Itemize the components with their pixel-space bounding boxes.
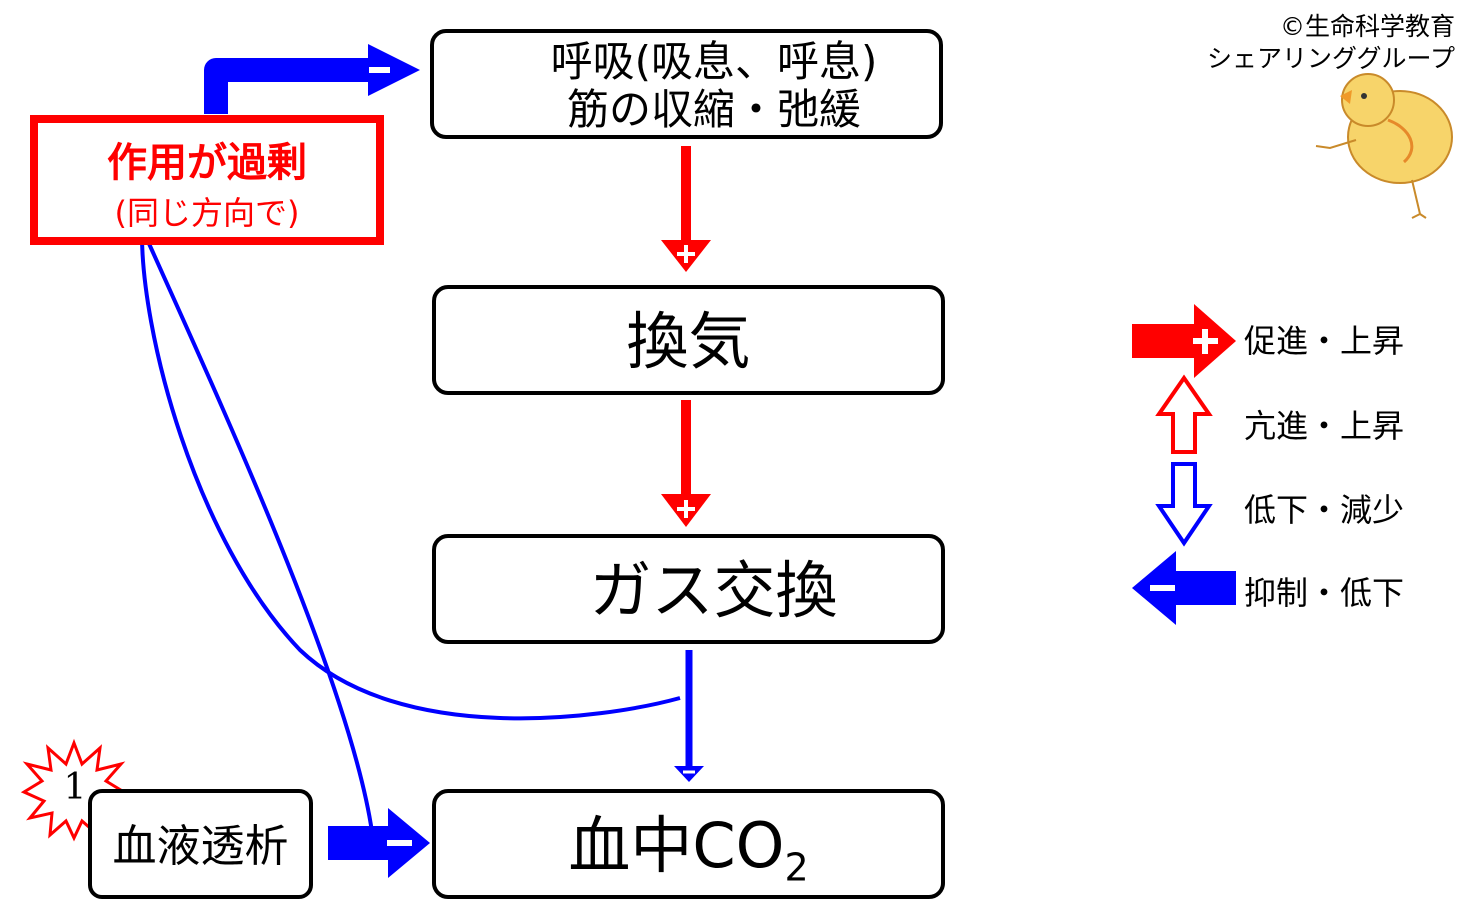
respiration-label-2: 筋の収縮・弛緩: [566, 85, 861, 134]
dialysis-badge-number: 1: [63, 767, 87, 808]
curve-excess-to-gas-exchange: [139, 227, 681, 721]
legend-decrease-label: 低下・減少: [1244, 491, 1405, 529]
legend-increase-label: 亢進・上昇: [1244, 407, 1405, 445]
blood-co2-text: 血中CO: [568, 809, 785, 882]
curve-excess-to-dialysis: [140, 227, 374, 833]
legend-promote-label: 促進・上昇: [1244, 322, 1405, 360]
ventilation-box: 換気: [432, 285, 945, 395]
arrow-excess-to-respiration: [204, 44, 420, 114]
arrow-gas-exchange-to-co2: [674, 650, 704, 782]
ventilation-label: 換気: [626, 305, 751, 378]
blood-co2-label: 血中CO2: [436, 815, 941, 890]
gas-exchange-box: ガス交換: [432, 534, 945, 644]
respiration-box: 呼吸(吸息、呼息) 筋の収縮・弛緩: [430, 29, 943, 139]
legend-promote-icon: [1132, 304, 1236, 378]
dialysis-label: 血液透析: [112, 821, 289, 872]
respiration-label-1: 呼吸(吸息、呼息): [550, 37, 878, 86]
blood-co2-box: 血中CO2: [432, 789, 945, 899]
gas-exchange-label: ガス交換: [589, 554, 838, 627]
blood-co2-subscript: 2: [784, 845, 809, 890]
arrow-respiration-to-ventilation: [661, 146, 711, 272]
excess-box: 作用が過剰 (同じ方向で): [30, 115, 384, 245]
copyright-line-1: ©生命科学教育: [1279, 12, 1455, 41]
legend-inhibit-label: 抑制・低下: [1244, 574, 1405, 612]
legend-increase-icon: [1155, 374, 1213, 454]
excess-subtitle: (同じ方向で): [114, 194, 300, 232]
arrow-dialysis-to-co2: [328, 808, 430, 878]
legend-inhibit-icon: [1132, 551, 1236, 625]
arrow-ventilation-to-gas-exchange: [661, 400, 711, 527]
dialysis-box: 血液透析: [88, 789, 313, 899]
legend-decrease-icon: [1155, 462, 1213, 547]
copyright-line-2: シェアリンググループ: [1206, 44, 1455, 73]
chick-illustration-icon: [1315, 73, 1453, 219]
excess-title: 作用が過剰: [107, 140, 307, 186]
starburst-badge-icon: [20, 738, 128, 842]
